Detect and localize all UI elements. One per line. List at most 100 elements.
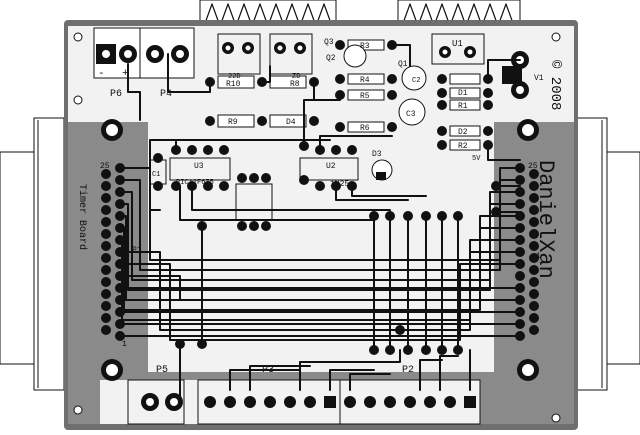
header-pad [464,396,476,408]
db25-pad [101,289,111,299]
db25-pad [529,301,539,311]
db25-pad [515,319,525,329]
db25-pad [115,163,125,173]
db25-pad [101,325,111,335]
5v-label: 5V [472,155,481,163]
p3-label: P3 [262,365,274,376]
copyright-label: © 2008 [547,60,563,110]
u1-label: U1 [452,39,463,49]
db25-pad [515,175,525,185]
1n25-label: 1N25 [330,180,349,189]
db25-pad [515,235,525,245]
header-pad [444,396,456,408]
db25-pad [515,211,525,221]
right-pin-1-label: 1 [536,252,541,261]
db25-pad [529,325,539,335]
db25-pad [115,211,125,221]
db25-pad [101,277,111,287]
db25-pad [101,205,111,215]
c1-label: C1 [152,171,160,179]
zd-label: ZD [292,73,300,81]
db25-pad [115,295,125,305]
db25-pad [529,193,539,203]
db25-pad [101,301,111,311]
db25-pad [529,229,539,239]
bottom-header-pads [127,379,481,425]
p4-label: P4 [160,89,172,100]
db25-pad [529,289,539,299]
db25-pad [515,271,525,281]
header-pad [404,396,416,408]
resistor-array [217,39,481,181]
db25-pad [115,187,125,197]
db25-pad [529,217,539,227]
c3-label: C3 [406,110,416,119]
db25-pad [515,259,525,269]
db25-pad [115,319,125,329]
d3-label: D3 [372,150,382,159]
power-connector-block [93,27,195,79]
right-db25-connector-shell [576,117,640,391]
r1-label: R1 [458,102,468,111]
db25-pad [115,283,125,293]
d4-label: D4 [286,118,296,127]
db25-pad [515,199,525,209]
db25-pad [115,259,125,269]
d1-label: D1 [458,89,468,98]
bus-vias [369,211,463,355]
db25-pad [101,169,111,179]
r8-label: R8 [290,80,300,89]
r7-label: R4 [360,76,370,85]
db25-pad [529,265,539,275]
v1-label: V1 [534,74,544,83]
u3-label: U3 [194,162,204,171]
top-component-pads [217,33,529,99]
db25-pad [529,169,539,179]
r10-label: R10 [226,80,241,89]
r5-label: R5 [360,92,370,101]
chip-label: PIC12F675 [176,179,214,187]
p6-label: P6 [110,89,122,100]
p7-label: P1 [132,246,142,255]
db25-pad [115,223,125,233]
db25-pad [115,247,125,257]
header-pad [284,396,296,408]
header-pad [304,396,316,408]
db25-pad [115,199,125,209]
q3-label: Q3 [324,38,334,47]
db25-pad [529,205,539,215]
db25-pad [515,331,525,341]
db25-pad [529,313,539,323]
q1-label: Q1 [398,60,408,69]
db25-pad [115,235,125,245]
db25-pad [515,187,525,197]
db25-pad [515,163,525,173]
db25-pad [101,193,111,203]
u2-label: U2 [326,162,336,171]
left-db25-pads [101,163,125,341]
db25-pad [101,313,111,323]
left-db25-connector-shell [0,117,65,391]
p2-label: P2 [402,365,414,376]
r9-label: R9 [228,118,238,127]
db25-pad [515,295,525,305]
db25-pad [515,307,525,317]
db25-pad [101,217,111,227]
header-pad [224,396,236,408]
p5-label: P5 [156,365,168,376]
22d-label: 22D [228,73,241,81]
db25-pad [101,229,111,239]
r6-label: R6 [360,124,370,133]
right-pin-25-label: 25 [528,162,538,171]
plus-label: + [122,68,129,80]
header-pad [324,396,336,408]
left-pin-1-label: 1 [122,340,127,349]
db25-pad [101,181,111,191]
right-db25-pads [515,163,539,341]
db25-pad [529,241,539,251]
header-pad [364,396,376,408]
r3-label: R3 [360,42,370,51]
db25-pad [515,223,525,233]
db25-pad [115,271,125,281]
